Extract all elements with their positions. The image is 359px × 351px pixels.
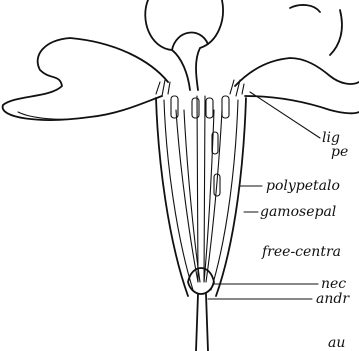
label-ligulate: lig [322,131,340,145]
label-ligulate-2: pe [331,145,348,159]
label-nectary: nec [321,277,346,291]
label-polypetalous: polypetalo [266,179,340,193]
calyx-tube [156,98,246,296]
label-gamosepalous: gamosepal [260,205,336,219]
ligulate-scales [156,80,244,96]
left-petal [3,38,168,120]
ovary [188,268,214,351]
label-free-central: free-centra [262,245,341,259]
label-androecium: andr [316,292,349,306]
right-petal [235,5,359,113]
upper-petals [145,0,223,90]
label-bottom: au [328,336,345,350]
